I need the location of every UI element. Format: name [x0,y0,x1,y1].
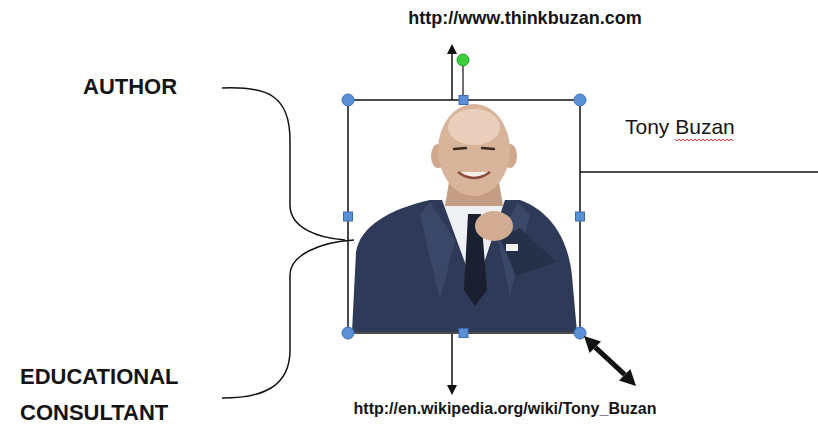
cursor-head [584,336,601,353]
corner-handle [342,94,354,106]
eye [454,148,466,149]
name-label: Tony Buzan [625,114,735,139]
arrow-head [447,44,457,54]
selection-frame [348,100,580,333]
role-label: EDUCATIONAL CONSULTANT [20,359,178,431]
portrait-photo [352,104,577,332]
smile [458,172,490,178]
edge-handle [344,212,353,221]
rotate-stem [462,66,463,100]
arrow-head [447,385,457,395]
branch-line [580,171,818,172]
edge-handle [459,96,468,105]
eye [482,148,494,149]
arrow-line [451,52,453,100]
role-label: AUTHOR [83,74,177,100]
wiki-url: http://en.wikipedia.org/wiki/Tony_Buzan [354,399,657,418]
photo-ground [349,101,579,332]
corner-handle [342,327,354,339]
resize-handles [342,94,586,339]
edge-handle [459,329,468,338]
spell-squiggle [675,139,733,141]
rotate-handle [457,54,469,66]
arrow-line [451,334,453,386]
website-url: http://www.thinkbuzan.com [408,8,641,30]
edge-handle [576,212,585,221]
cuff [506,244,518,251]
corner-handle [574,94,586,106]
head [438,104,510,196]
cursor-shaft [595,347,624,374]
leader-curve [222,88,345,240]
resize-cursor [584,336,636,386]
suit [352,200,577,332]
cursor-head [619,369,636,386]
hand [475,211,513,241]
leader-curve [222,240,354,398]
head-shine [448,109,500,145]
corner-handle [574,327,586,339]
